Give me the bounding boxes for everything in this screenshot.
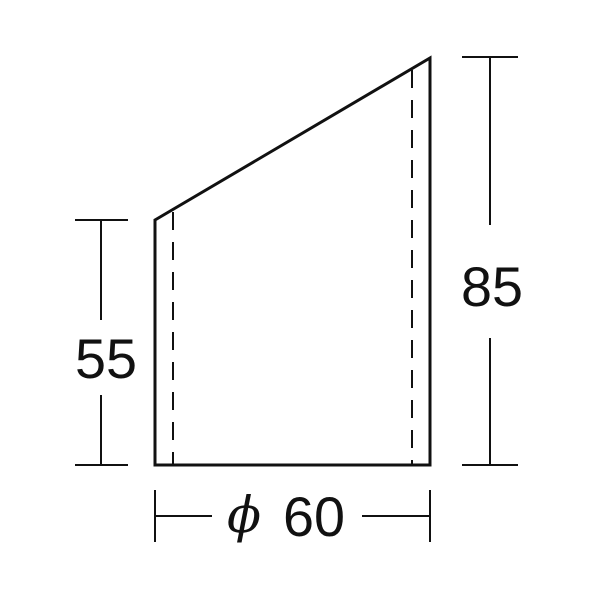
hidden-lines [172, 70, 413, 465]
right-height-label: 85 [461, 255, 523, 318]
part-profile [153, 55, 432, 467]
dimension-right-height [462, 56, 518, 466]
part-outline [153, 55, 432, 467]
diameter-value-label: 60 [283, 485, 345, 548]
dimension-diameter [154, 490, 431, 542]
left-height-label: 55 [75, 327, 137, 390]
diameter-symbol: ϕ [227, 486, 261, 544]
dimension-left-height [75, 219, 128, 466]
